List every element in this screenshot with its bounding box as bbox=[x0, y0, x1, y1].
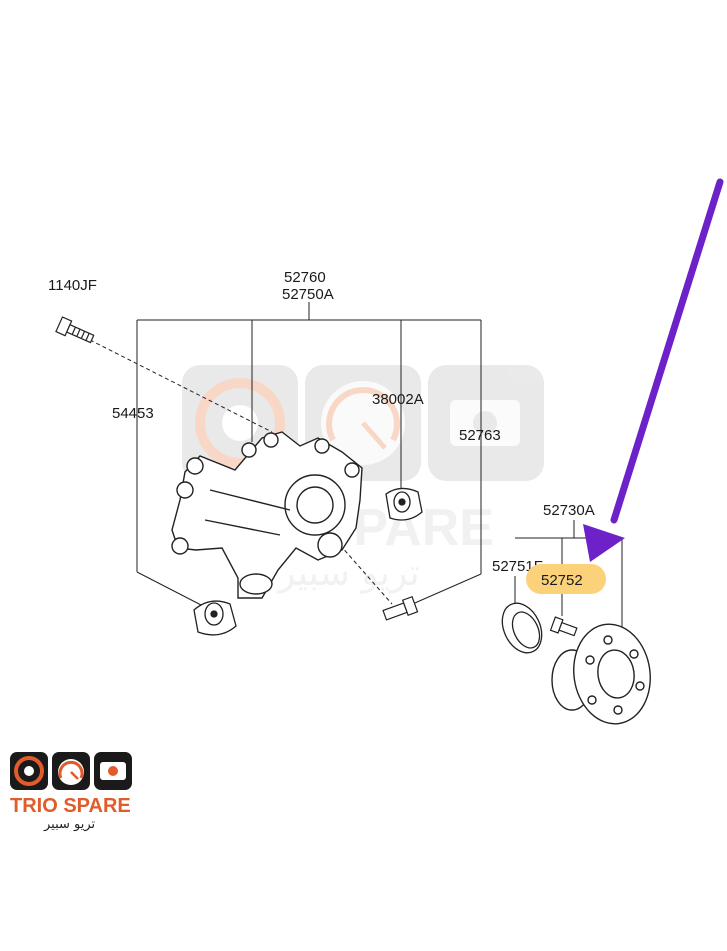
label-1140jf: 1140JF bbox=[48, 277, 97, 294]
hub-52730a-part bbox=[551, 623, 651, 725]
leader-lines bbox=[89, 302, 623, 640]
bolt-52752-part bbox=[549, 616, 578, 637]
bolt-1140jf-part bbox=[55, 316, 95, 344]
watermark-engine-icon bbox=[428, 365, 544, 481]
brake-disc-icon bbox=[10, 752, 48, 790]
bolt-52763-part bbox=[382, 595, 419, 621]
engine-icon bbox=[94, 752, 132, 790]
highlight-pill bbox=[526, 564, 606, 594]
cap-52751f-part bbox=[501, 602, 543, 654]
label-52730a: 52730A bbox=[543, 502, 595, 519]
logo-brand-en: TRIO SPARE bbox=[10, 795, 131, 817]
bushing-54453-part bbox=[193, 600, 237, 636]
watermark-brand-ar: تريو سبير bbox=[276, 553, 420, 594]
label-52752: 52752 bbox=[541, 572, 583, 589]
speedometer-icon bbox=[52, 752, 90, 790]
brand-logo: TRIO SPARE تريو سبير bbox=[10, 752, 132, 832]
pointer-arrow bbox=[583, 178, 724, 562]
knuckle-part bbox=[171, 431, 363, 599]
bushing-38002a-part bbox=[385, 487, 423, 521]
label-38002a: 38002A bbox=[372, 391, 424, 408]
label-52763: 52763 bbox=[459, 427, 501, 444]
label-52760: 52760 bbox=[284, 269, 326, 286]
label-52750a: 52750A bbox=[282, 286, 334, 303]
label-54453: 54453 bbox=[112, 405, 154, 422]
logo-brand-ar: تريو سبير bbox=[43, 817, 96, 832]
